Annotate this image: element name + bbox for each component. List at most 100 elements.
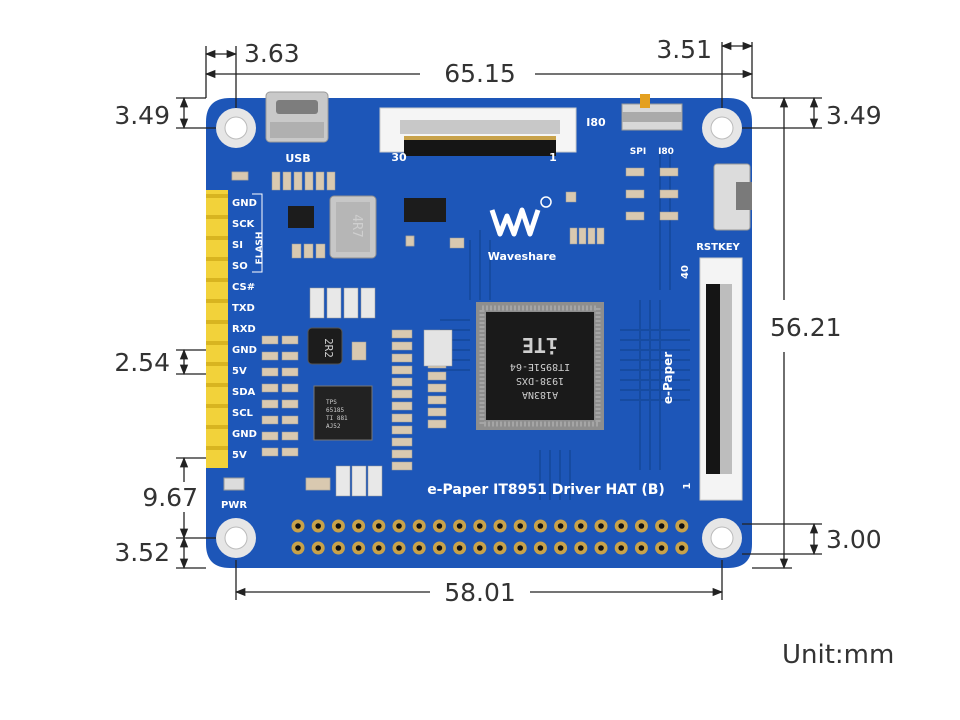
smd-component <box>659 211 679 221</box>
gpio-hole <box>679 545 685 551</box>
dim-top-right-hole: 3.51 <box>656 35 712 64</box>
smd-component <box>309 287 325 319</box>
smd-component <box>587 227 596 245</box>
pin-label: SCK <box>232 219 256 230</box>
unit-label: Unit:mm <box>782 640 895 670</box>
mounting-hole-bottom-left <box>216 518 256 558</box>
smd-component <box>659 189 679 199</box>
smd-component <box>231 171 249 181</box>
smd-component <box>281 431 299 441</box>
smd-component <box>565 191 577 203</box>
power-led <box>223 477 245 491</box>
pin-label: GND <box>232 345 257 356</box>
i80-top-label: I80 <box>586 116 606 129</box>
smd-component <box>261 351 279 361</box>
smd-component <box>659 167 679 177</box>
gpio-hole <box>517 523 523 529</box>
dim-right-height: 56.21 <box>770 313 842 342</box>
pwr-label: PWR <box>221 500 247 511</box>
smd-component <box>303 243 314 259</box>
smd-component <box>427 395 447 405</box>
smd-component <box>315 171 325 191</box>
brand-label: Waveshare <box>488 250 556 263</box>
smd-component <box>326 171 336 191</box>
smd-component <box>335 465 351 497</box>
gpio-hole <box>618 523 624 529</box>
fpc30-right-label: 1 <box>549 151 557 164</box>
smd-component <box>261 431 279 441</box>
pin-label: SI <box>232 240 243 251</box>
gpio-hole <box>598 523 604 529</box>
smd-component <box>305 477 331 491</box>
mounting-hole-bottom-right <box>702 518 742 558</box>
gpio-hole <box>679 523 685 529</box>
flash-label: FLASH <box>255 232 265 265</box>
uart-i2c-spi-header <box>206 190 228 468</box>
gpio-hole <box>355 545 362 551</box>
smd-component <box>261 447 279 457</box>
smd-component <box>427 371 447 381</box>
header-pin <box>206 257 228 261</box>
gpio-hole <box>295 545 301 551</box>
smd-component <box>625 211 645 221</box>
smd-component <box>271 171 281 191</box>
chip-marking: A183NA 1938-DXS IT8951E-64 iTE <box>510 333 570 400</box>
header-pin <box>206 341 228 345</box>
fpc30-left-label: 30 <box>391 151 407 164</box>
epaper-label: e-Paper <box>661 352 675 404</box>
gpio-hole <box>335 523 342 529</box>
smd-component <box>569 227 578 245</box>
smd-component <box>343 287 359 319</box>
smd-component <box>281 367 299 377</box>
smd-component <box>578 227 587 245</box>
inductor1-label: 4R7 <box>349 214 364 237</box>
gpio-hole <box>416 523 423 529</box>
pin-label: TXD <box>232 303 255 314</box>
smd-component <box>304 171 314 191</box>
pin-label: GND <box>232 429 257 440</box>
gpio-hole <box>477 523 483 529</box>
dim-left-bottom-hole: 3.52 <box>114 538 170 567</box>
dimension-lines <box>176 41 822 600</box>
inductor-2r2 <box>307 327 343 365</box>
dim-right-top-hole: 3.49 <box>826 101 882 130</box>
gpio-hole <box>578 545 584 551</box>
smd-component <box>427 419 447 429</box>
smd-component <box>261 367 279 377</box>
mounting-hole-top-right <box>702 108 742 148</box>
smd-component <box>391 437 413 447</box>
smd-component <box>391 329 413 339</box>
gpio-hole <box>537 545 544 551</box>
smd-component <box>326 287 342 319</box>
smd-component <box>293 171 303 191</box>
dim-right-bottom-hole: 3.00 <box>826 525 882 554</box>
gpio-hole <box>537 523 544 529</box>
smd-component <box>625 167 645 177</box>
pin-label: SDA <box>232 387 256 398</box>
smd-component <box>427 407 447 417</box>
gpio-40pin-header <box>291 519 689 555</box>
gpio-hole <box>638 523 645 529</box>
header-pin <box>206 299 228 303</box>
gpio-hole <box>477 545 483 551</box>
gpio-hole <box>335 545 342 551</box>
gpio-hole <box>557 545 564 551</box>
gpio-hole <box>497 545 503 551</box>
gpio-hole <box>638 545 645 551</box>
pmic-line-2: 65185 <box>326 407 344 414</box>
pin-label: SO <box>232 261 248 272</box>
chip-line-1: A183NA <box>522 389 558 400</box>
smd-component <box>351 465 367 497</box>
header-pin <box>206 236 228 240</box>
header-pin <box>206 425 228 429</box>
dim-header-pitch: 2.54 <box>114 348 170 377</box>
smd-component <box>261 335 279 345</box>
smd-component <box>281 415 299 425</box>
header-pin <box>206 383 228 387</box>
it8951-chip <box>476 302 604 430</box>
smd-component <box>391 461 413 471</box>
rstkey-label: RSTKEY <box>696 242 740 253</box>
fpc-30pin-connector <box>379 107 577 156</box>
